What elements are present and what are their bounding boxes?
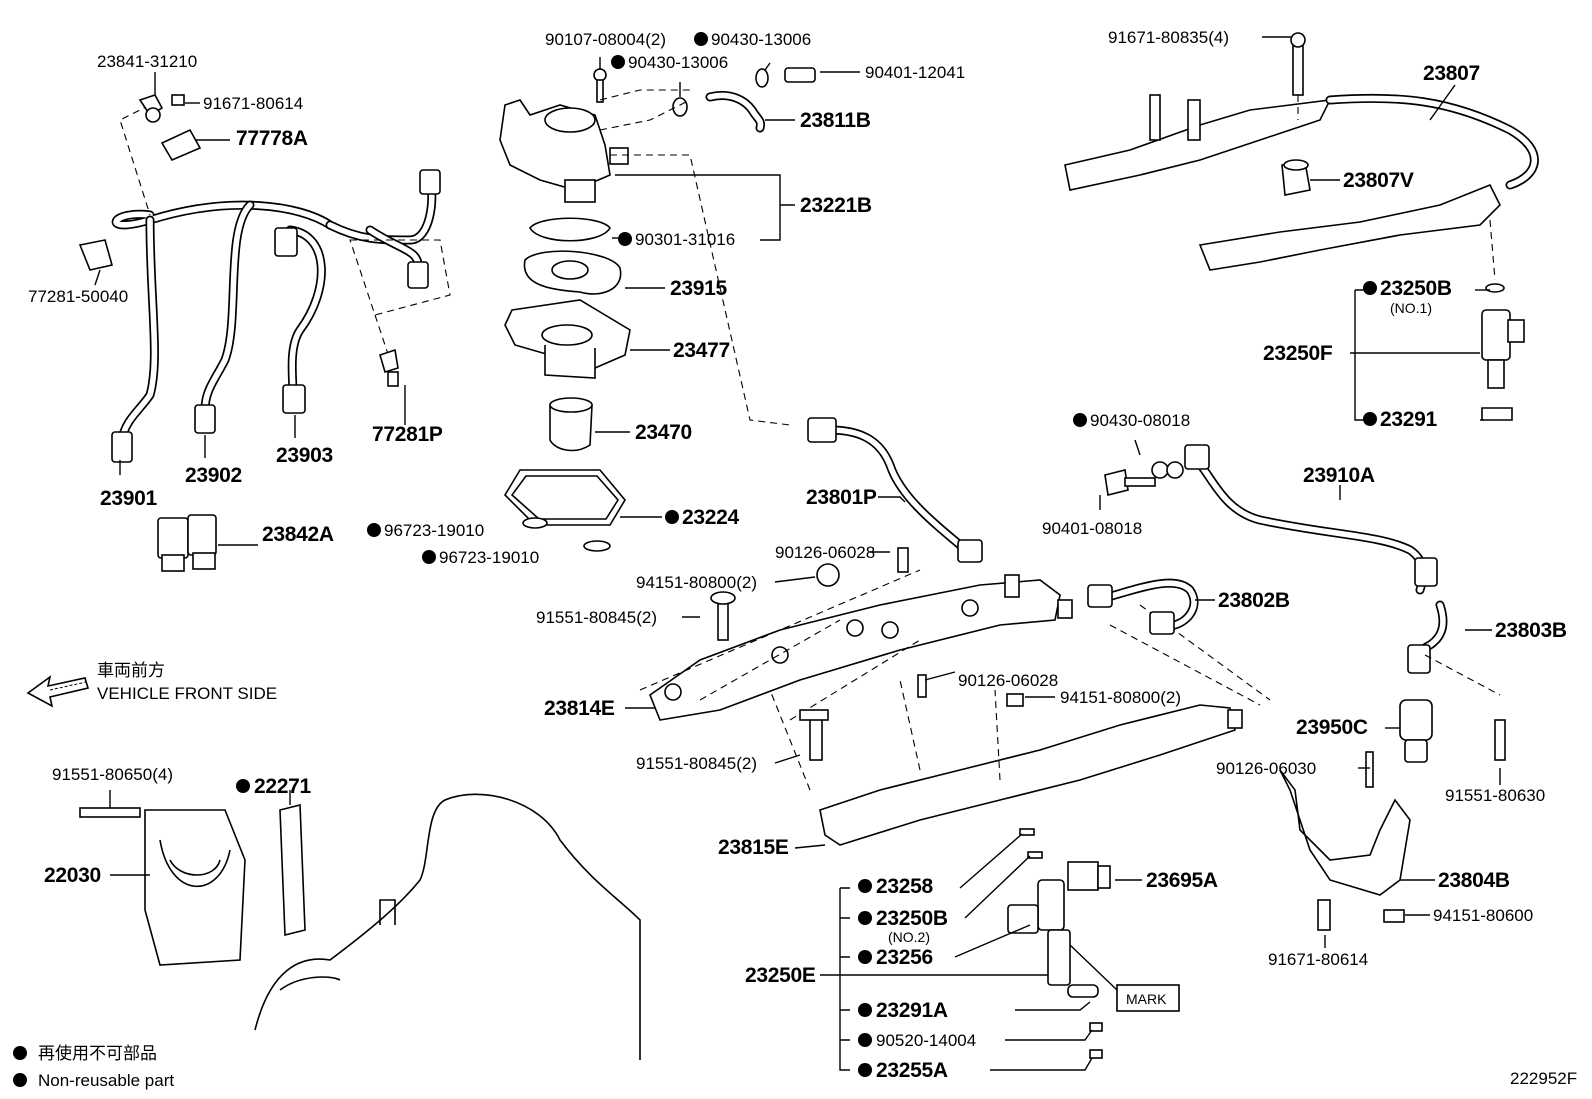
label-l48: 23250F [1263,342,1333,365]
label-l28: 91551-80845(2) [636,754,757,773]
label-l45: 23807V [1343,169,1414,192]
label-l57: 23250E [745,964,816,987]
non-reusable-markers [13,32,1377,1087]
fuel-pipe-23801p [807,417,983,563]
label-l39: 91551-80630 [1445,786,1545,805]
label-l3: 77778A [236,127,308,150]
label-l60: 23255A [876,1059,948,1082]
label-l56: 23256 [876,946,933,969]
label-l54: 23250B [876,907,948,930]
label-l5: 77281P [372,423,443,446]
label-l51: 22271 [254,775,312,798]
legend-jp: 再使用不可部品 [38,1043,157,1063]
label-l25: 94151-80800(2) [636,573,757,592]
label-l22: 96723-19010 [439,548,539,567]
front-note-jp: 車両前方 [97,661,165,680]
rail-guide-lines [639,569,1271,791]
label-l9: 23842A [262,523,334,546]
label-l62: MARK [1126,991,1167,1007]
label-l14: 23811B [800,109,871,132]
figure-id: 222952F [1510,1069,1577,1088]
label-l1: 23841-31210 [97,52,197,71]
pump-assembly-23221b [499,67,816,552]
fuel-pipe-23802b [1087,578,1199,635]
label-l52: 22030 [44,864,101,887]
label-l50: 91551-80650(4) [52,765,173,784]
label-l47: (NO.1) [1390,300,1432,316]
fuel-tube-assembly [111,104,451,463]
label-l17: 23915 [670,277,728,300]
label-l36: 23803B [1495,619,1567,642]
label-l43: 91671-80835(4) [1108,28,1229,47]
label-l19: 23470 [635,421,692,444]
label-l8: 23903 [276,444,333,467]
label-l42: 91671-80614 [1268,950,1368,969]
label-l24: 90126-06028 [775,543,875,562]
label-l11: 90430-13006 [711,30,811,49]
intake-manifold [254,793,641,1060]
label-l31: 23815E [718,836,789,859]
label-l23: 23801P [806,486,877,509]
injector-23250f [1481,283,1525,421]
label-l58: 23291A [876,999,948,1022]
vehicle-front-arrow [26,675,90,708]
delivery-pipe-23807 [1064,32,1539,281]
clamp-parts [78,94,399,387]
label-l20: 23224 [682,506,740,529]
label-l37: 23950C [1296,716,1368,739]
label-l16: 90301-31016 [635,230,735,249]
label-l53: 23258 [876,875,934,898]
label-l59: 90520-14004 [876,1031,976,1050]
bolts-and-nuts [710,547,1374,788]
label-l46: 23250B [1380,277,1452,300]
fuel-pipe-23803b [1407,600,1448,674]
label-l10: 90107-08004(2) [545,30,666,49]
fuel-rail-23814e [649,574,1073,721]
label-l40: 23804B [1438,869,1510,892]
legend-en: Non-reusable part [38,1071,174,1090]
label-l21: 96723-19010 [384,521,484,540]
label-l41: 94151-80600 [1433,906,1533,925]
label-l7: 23902 [185,464,242,487]
label-l12: 90430-13006 [628,53,728,72]
fuel-damper-23950c [1399,699,1433,763]
label-l29: 90126-06028 [958,671,1058,690]
label-l34: 90401-08018 [1042,519,1142,538]
leader-lines [94,36,1501,1071]
label-l33: 90430-08018 [1090,411,1190,430]
mark-box [1116,984,1180,1012]
label-l35: 23910A [1303,464,1375,487]
injector-23250e [1007,828,1180,1059]
label-l6: 23901 [100,487,158,510]
label-l26: 91551-80845(2) [536,608,657,627]
label-l13: 90401-12041 [865,63,965,82]
label-l18: 23477 [673,339,730,362]
label-l2: 91671-80614 [203,94,303,113]
throttle-body-22030 [79,803,306,966]
fuel-pipe-23910a [1104,444,1438,595]
label-l27: 23814E [544,697,615,720]
label-l30: 94151-80800(2) [1060,688,1181,707]
connector-23842a [157,514,217,572]
label-l61: 23695A [1146,869,1218,892]
fuel-rail-23815e [819,704,1243,846]
label-l15: 23221B [800,194,872,217]
front-note-en: VEHICLE FRONT SIDE [97,684,277,703]
label-l49: 23291 [1380,408,1438,431]
label-l55: (NO.2) [888,929,930,945]
label-l4: 77281-50040 [28,287,128,306]
bracket-23804b [1279,654,1506,931]
label-l38: 90126-06030 [1216,759,1316,778]
label-l32: 23802B [1218,589,1290,612]
label-l44: 23807 [1423,62,1480,85]
